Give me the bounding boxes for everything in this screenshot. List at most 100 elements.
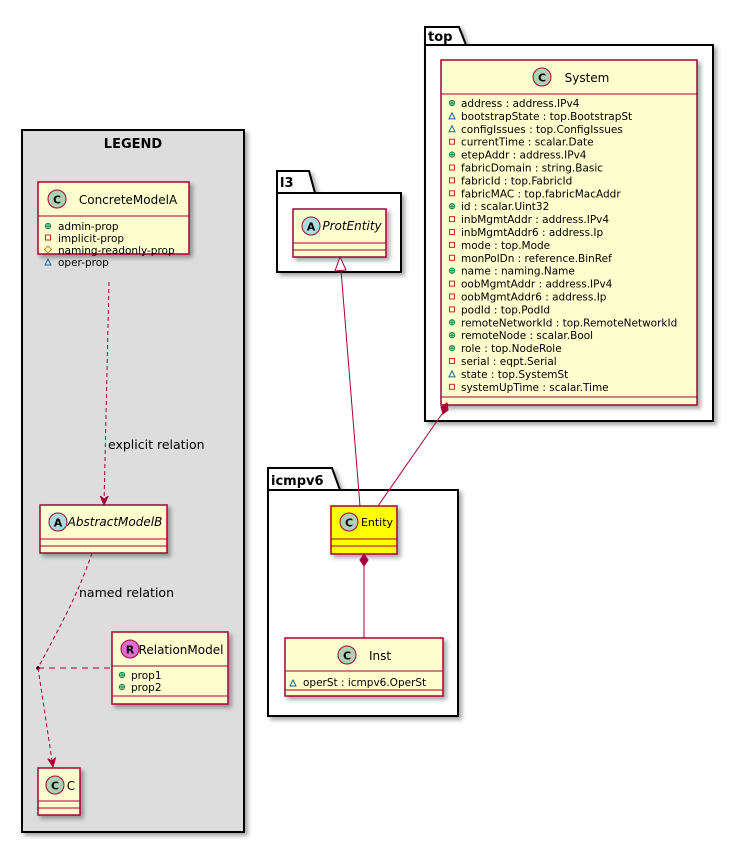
- package-tab-label: l3: [280, 176, 294, 191]
- attr-row: operSt : icmpv6.OperSt: [289, 677, 426, 689]
- attr-text: fabricMAC : top.fabricMacAddr: [461, 188, 621, 200]
- package-icmpv6: icmpv6 C Entity C Inst operSt : icmpv6.O…: [267, 467, 459, 717]
- class-name: RelationModel: [139, 643, 224, 657]
- class-name: C: [67, 779, 75, 793]
- class-relation-model[interactable]: R RelationModel prop1 prop2: [111, 631, 229, 705]
- class-box: [330, 505, 398, 555]
- attr-row: oper-prop: [44, 257, 109, 269]
- attr-text: implicit-prop: [58, 233, 124, 245]
- vis-public-icon: [118, 671, 126, 679]
- explicit-relation-label: explicit relation: [108, 437, 205, 452]
- legend-title: LEGEND: [104, 137, 163, 152]
- attr-text: oobMgmtAddr : address.IPv4: [461, 279, 613, 291]
- named-relation-label: named relation: [79, 585, 174, 600]
- explicit-relation-line: [104, 281, 110, 505]
- named-relation-arrow: [37, 667, 53, 767]
- class-abstract-model-b[interactable]: A AbstractModelB: [39, 504, 168, 554]
- stereotype-letter: C: [345, 517, 353, 530]
- class-system[interactable]: C System address : address.IPv4bootstrap…: [440, 59, 698, 406]
- attr-row: serial : eqpt.Serial: [449, 356, 557, 368]
- class-concrete-model-a[interactable]: C ConcreteModelA admin-prop implicit-pro…: [37, 181, 190, 269]
- attr-row: oobMgmtAddr : address.IPv4: [449, 279, 613, 291]
- attr-row: monPolDn : reference.BinRef: [449, 253, 612, 265]
- stereotype-r-icon: [120, 639, 140, 659]
- vis-private-icon: [449, 177, 455, 184]
- attr-row: naming-readonly-prop: [43, 245, 175, 257]
- stereotype-letter: C: [53, 194, 61, 207]
- attr-row: role : top.NodeRole: [448, 343, 562, 355]
- vis-private-icon: [449, 254, 455, 261]
- vis-private-icon: [449, 358, 455, 364]
- vis-protected-icon: [43, 245, 53, 254]
- stereotype-c-icon: [47, 189, 67, 209]
- attr-row: inbMgmtAddr : address.IPv4: [449, 214, 609, 226]
- attr-text: mode : top.Mode: [461, 240, 550, 252]
- stereotype-a-icon: [48, 512, 68, 532]
- attr-row: admin-prop: [44, 221, 119, 233]
- attr-row: systemUpTime : scalar.Time: [449, 382, 609, 394]
- attr-row: fabricId : top.FabricId: [449, 175, 572, 187]
- vis-private-icon: [449, 164, 455, 171]
- vis-public-icon: [448, 319, 456, 326]
- vis-public-icon: [118, 683, 126, 691]
- inheritance-triangle: [334, 255, 347, 272]
- attr-row: podId : top.PodId: [449, 304, 550, 316]
- package-tab-label: top: [428, 30, 452, 45]
- vis-public-icon: [448, 345, 456, 352]
- attr-text: oobMgmtAddr6 : address.Ip: [461, 292, 607, 304]
- vis-private-icon: [449, 306, 455, 313]
- vis-public-icon: [448, 99, 456, 107]
- stereotype-a-icon: [301, 216, 321, 236]
- class-inst[interactable]: C Inst operSt : icmpv6.OperSt: [284, 637, 444, 697]
- attr-row: bootstrapState : top.BootstrapSt: [448, 111, 632, 123]
- attr-row: prop1: [118, 670, 162, 682]
- class-entity[interactable]: C Entity: [330, 505, 398, 555]
- attr-text: serial : eqpt.Serial: [461, 356, 557, 368]
- system-entity-composition-line: [377, 410, 445, 507]
- attr-text: currentTime : scalar.Date: [461, 137, 594, 149]
- attr-row: remoteNetworkId : top.RemoteNetworkId: [448, 317, 677, 329]
- attr-text: inbMgmtAddr : address.IPv4: [461, 214, 609, 226]
- vis-public-icon: [448, 203, 456, 210]
- attr-text: podId : top.PodId: [461, 304, 550, 316]
- attr-text: prop1: [131, 670, 162, 682]
- attr-list: admin-prop implicit-prop naming-readonly…: [43, 221, 175, 269]
- attr-text: fabricId : top.FabricId: [461, 175, 572, 187]
- named-relation-line: [37, 552, 93, 669]
- class-name: AbstractModelB: [67, 515, 163, 529]
- attr-row: remoteNode : scalar.Bool: [448, 330, 593, 342]
- class-prot-entity[interactable]: A ProtEntity: [292, 208, 387, 258]
- attr-row: oobMgmtAddr6 : address.Ip: [449, 292, 607, 304]
- class-c[interactable]: C C: [37, 767, 81, 816]
- stereotype-letter: C: [538, 72, 546, 85]
- package-top: top C System address : address.IPv4boots…: [424, 26, 714, 422]
- vis-private-icon: [449, 138, 455, 145]
- vis-package-icon: [289, 678, 297, 687]
- attr-row: inbMgmtAddr6 : address.Ip: [449, 227, 604, 239]
- vis-private-icon: [449, 280, 455, 287]
- stereotype-c-icon: [45, 775, 65, 795]
- stereotype-letter: R: [126, 644, 135, 657]
- attr-row: state : top.SystemSt: [448, 369, 568, 381]
- vis-private-icon: [449, 190, 455, 197]
- attr-row: name : naming.Name: [448, 266, 575, 278]
- vis-public-icon: [448, 267, 456, 274]
- attr-text: inbMgmtAddr6 : address.Ip: [461, 227, 604, 239]
- vis-package-icon: [448, 124, 456, 133]
- attr-row: fabricDomain : string.Basic: [449, 163, 603, 175]
- class-name: Entity: [361, 516, 394, 529]
- class-name: ConcreteModelA: [79, 193, 178, 207]
- package-tab-label: icmpv6: [271, 474, 324, 489]
- attr-text: remoteNode : scalar.Bool: [461, 330, 593, 342]
- vis-private-icon: [45, 234, 51, 241]
- stereotype-letter: C: [51, 780, 59, 793]
- attr-text: oper-prop: [58, 257, 109, 269]
- attr-text: address : address.IPv4: [461, 98, 580, 110]
- attr-text: state : top.SystemSt: [461, 369, 568, 381]
- attr-text: monPolDn : reference.BinRef: [461, 253, 612, 265]
- attr-text: configIssues : top.ConfigIssues: [461, 124, 623, 136]
- vis-package-icon: [448, 369, 456, 378]
- attr-text: remoteNetworkId : top.RemoteNetworkId: [461, 317, 677, 329]
